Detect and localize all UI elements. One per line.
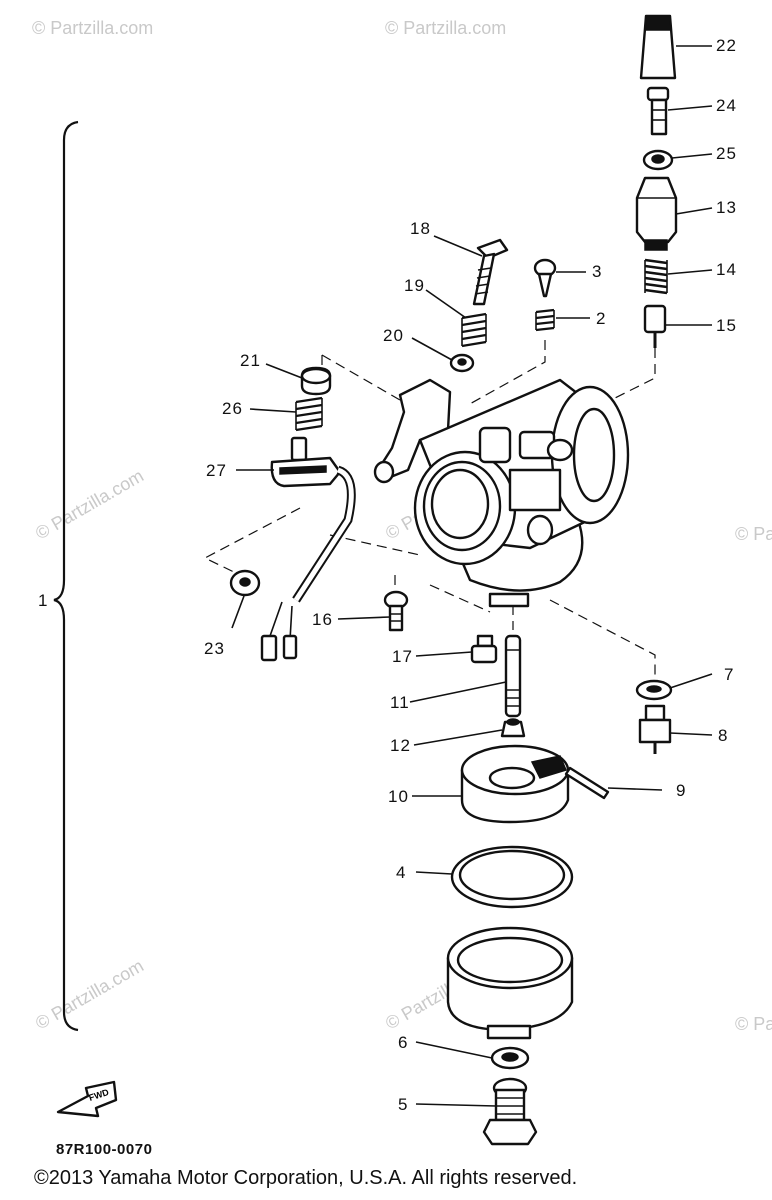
part-27-switch bbox=[260, 436, 356, 662]
callout-11: 11 bbox=[390, 693, 410, 712]
part-4-gasket bbox=[450, 845, 574, 909]
callout-26: 26 bbox=[222, 399, 243, 418]
callout-8: 8 bbox=[718, 726, 728, 745]
part-11-nozzle bbox=[504, 634, 522, 718]
callout-27: 27 bbox=[206, 461, 227, 480]
callout-25: 25 bbox=[716, 144, 737, 163]
part-3-screw bbox=[533, 258, 557, 298]
callout-12: 12 bbox=[390, 736, 411, 755]
callout-23: 23 bbox=[204, 639, 225, 658]
fwd-arrow: FWD bbox=[56, 1080, 118, 1118]
callout-9: 9 bbox=[676, 781, 686, 800]
part-25-nut bbox=[642, 149, 674, 171]
part-5-bolt bbox=[482, 1077, 538, 1146]
callout-numbers: 22 24 25 13 14 15 18 19 20 21 26 27 3 2 … bbox=[204, 36, 737, 1114]
part-21-cap bbox=[300, 366, 332, 396]
part-26-spring bbox=[295, 396, 323, 432]
part-16-screw bbox=[383, 590, 409, 632]
part-6-gasket bbox=[490, 1046, 530, 1070]
part-18-screw bbox=[472, 238, 509, 306]
callout-6: 6 bbox=[398, 1033, 408, 1052]
callout-1: 1 bbox=[38, 591, 48, 610]
callout-22: 22 bbox=[716, 36, 737, 55]
callout-20: 20 bbox=[383, 326, 404, 345]
reference-lines bbox=[203, 340, 656, 675]
callout-5: 5 bbox=[398, 1095, 408, 1114]
part-8-valve bbox=[638, 704, 672, 754]
part-7-washer bbox=[635, 679, 673, 701]
part-24-top bbox=[646, 86, 670, 136]
watermark: © Partzilla.com bbox=[32, 955, 147, 1033]
carburetor-body bbox=[373, 378, 630, 608]
part-2-spring bbox=[535, 308, 555, 332]
callout-10: 10 bbox=[388, 787, 409, 806]
drawing-code: 87R100-0070 bbox=[56, 1141, 152, 1158]
callout-7: 7 bbox=[724, 665, 734, 684]
part-10-float bbox=[460, 744, 570, 824]
part-13-housing bbox=[635, 176, 678, 251]
part-9-pin bbox=[564, 766, 610, 800]
callout-3: 3 bbox=[592, 262, 602, 281]
callout-16: 16 bbox=[312, 610, 333, 629]
callout-14: 14 bbox=[716, 260, 737, 279]
part-14-spring bbox=[644, 258, 668, 295]
leader-lines bbox=[231, 45, 713, 1107]
callout-18: 18 bbox=[410, 219, 431, 238]
callout-17: 17 bbox=[392, 647, 413, 666]
callout-15: 15 bbox=[716, 316, 737, 335]
watermark: © Partzilla.com bbox=[32, 18, 153, 38]
callout-2: 2 bbox=[596, 309, 606, 328]
watermark: © Partzilla.com bbox=[735, 524, 772, 544]
part-22-cap bbox=[639, 14, 677, 80]
diagram-canvas: © Partzilla.com © Partzilla.com © Partzi… bbox=[32, 14, 772, 1158]
watermark: © Partzilla.com bbox=[385, 18, 506, 38]
callout-24: 24 bbox=[716, 96, 737, 115]
callout-13: 13 bbox=[716, 198, 737, 217]
part-23-washer bbox=[229, 569, 261, 597]
copyright-notice: ©2013 Yamaha Motor Corporation, U.S.A. A… bbox=[34, 1167, 578, 1189]
assembly-bracket: 1 bbox=[38, 120, 79, 1032]
callout-19: 19 bbox=[404, 276, 425, 295]
part-17-plug bbox=[470, 634, 498, 664]
callout-21: 21 bbox=[240, 351, 261, 370]
part-12-jet bbox=[500, 718, 526, 738]
part-19-spring bbox=[461, 312, 487, 348]
part-15-plunger bbox=[643, 304, 667, 348]
part-20-washer bbox=[449, 353, 475, 373]
callout-4: 4 bbox=[396, 863, 406, 882]
part-float-bowl bbox=[446, 926, 574, 1040]
watermark: © Partzilla.com bbox=[735, 1014, 772, 1034]
watermark: © Partzilla.com bbox=[32, 465, 147, 543]
